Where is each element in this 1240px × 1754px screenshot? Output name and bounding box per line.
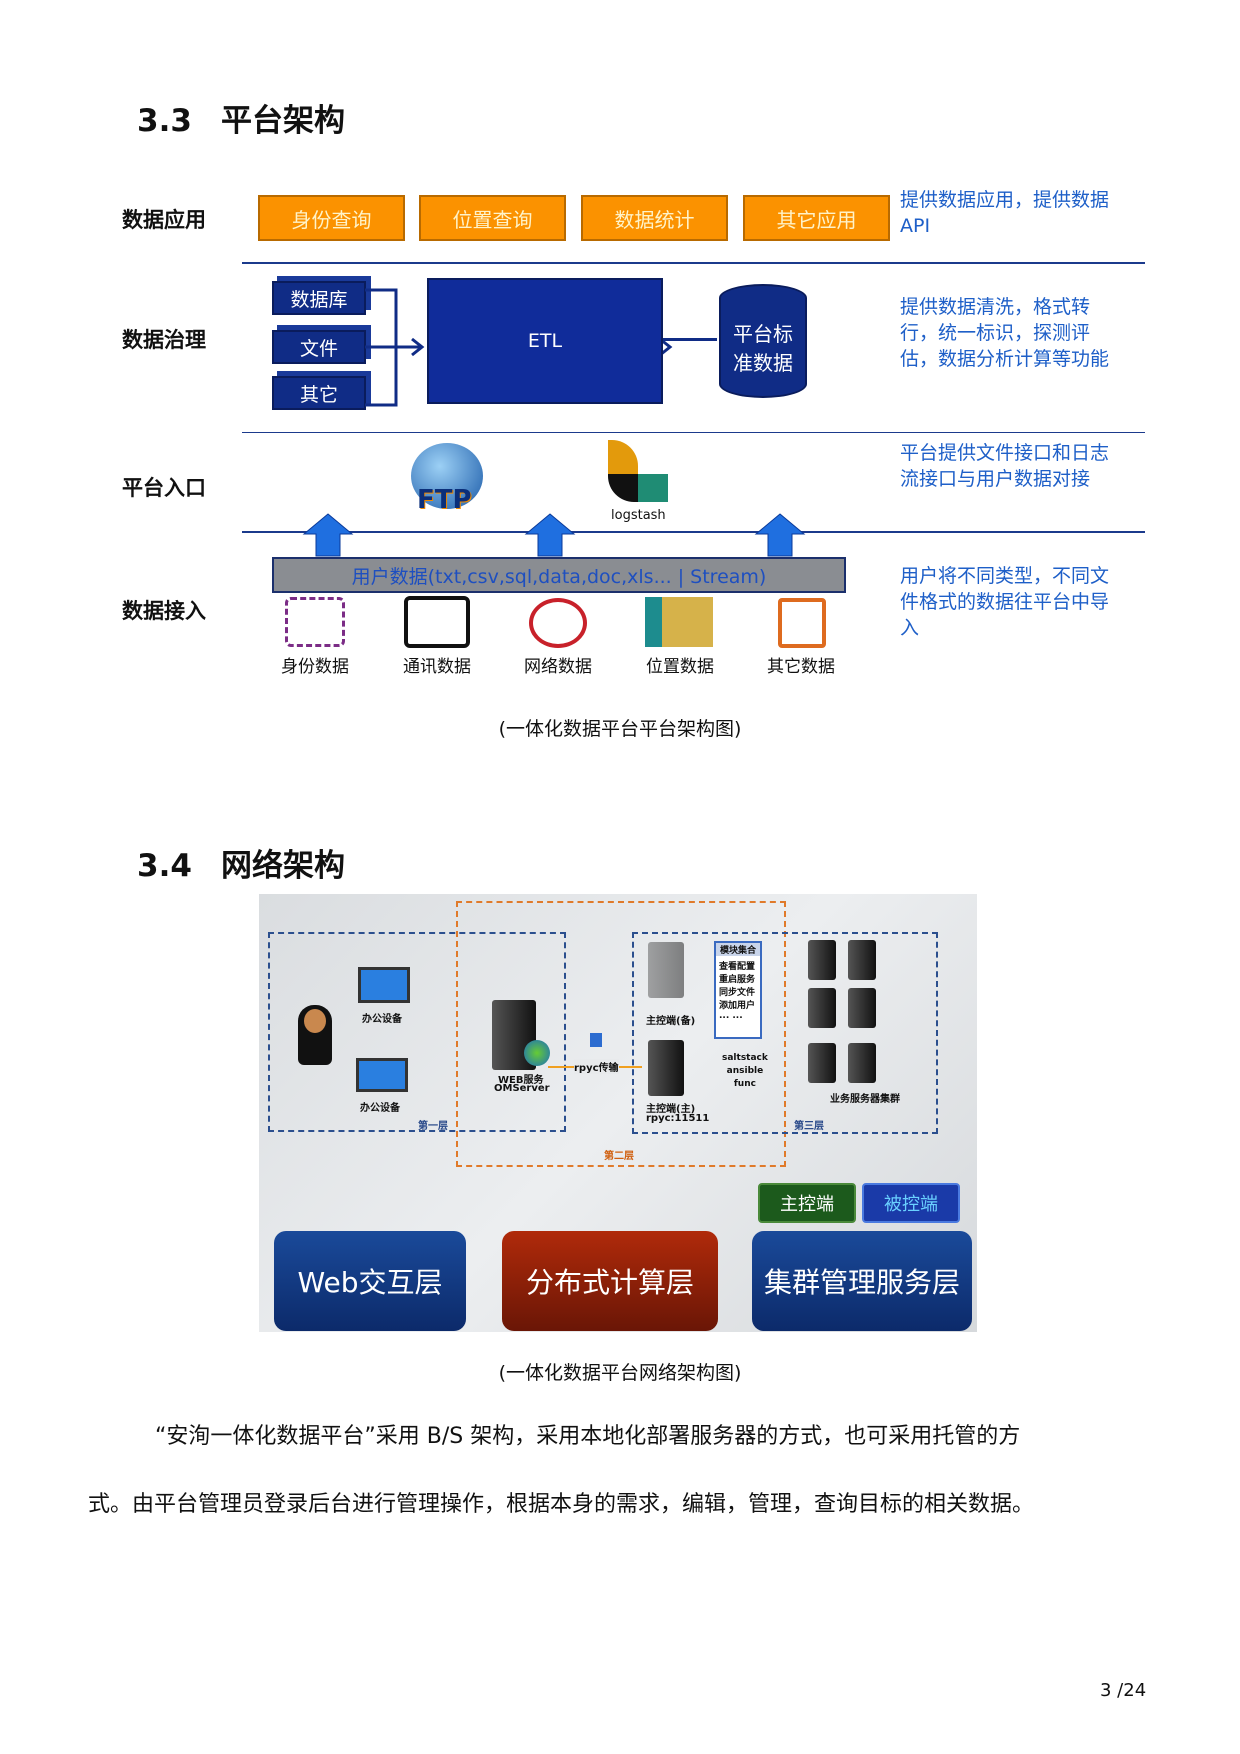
input-label: 位置数据 — [646, 657, 714, 677]
layer1-box — [268, 932, 566, 1132]
figure-caption: (一体化数据平台网络架构图) — [498, 1362, 742, 1384]
legend-master: 主控端 — [758, 1183, 856, 1223]
divider — [242, 432, 1145, 433]
arrow-line — [663, 338, 717, 341]
section-heading-3-3: 3.3 平台架构 — [137, 95, 345, 140]
layer-label: 数据应用 — [122, 208, 206, 232]
rpyc-label: rpyc传输 — [574, 1059, 619, 1074]
input-label: 其它数据 — [767, 657, 835, 677]
tier-distributed: 分布式计算层 — [502, 1231, 718, 1331]
module-item: 查看配置 — [719, 962, 756, 972]
module-list: 模块集合 查看配置重启服务同步文件添加用户... ... — [714, 941, 762, 1039]
module-item: ... ... — [719, 1011, 743, 1021]
globe-icon — [529, 598, 587, 648]
app-box: 数据统计 — [581, 195, 728, 241]
tools-label: saltstack ansible func — [722, 1052, 768, 1091]
input-label: 通讯数据 — [403, 657, 471, 677]
section-title: 网络架构 — [221, 848, 345, 884]
server-icon — [808, 988, 836, 1028]
user-person-icon — [298, 1005, 332, 1065]
contacts-icon — [404, 596, 470, 648]
standard-data-cylinder: 平台标准数据 — [719, 284, 807, 398]
source-box: 数据库 — [272, 281, 366, 315]
tool: func — [733, 1079, 756, 1089]
document-icon — [778, 598, 826, 648]
module-items: 查看配置重启服务同步文件添加用户... ... — [716, 956, 760, 1024]
map-pin-icon — [645, 597, 713, 647]
module-item: 同步文件 — [719, 988, 756, 998]
layer-desc: 提供数据应用，提供数据API — [900, 189, 1110, 237]
main-master-label: 主控端(主) — [646, 1104, 696, 1115]
source-box: 其它 — [272, 376, 366, 410]
tool: ansible — [726, 1066, 764, 1076]
layer-label: 平台入口 — [122, 476, 206, 500]
tier-web: Web交互层 — [274, 1231, 466, 1331]
tool: saltstack — [722, 1053, 768, 1063]
layer-label: 数据治理 — [122, 328, 206, 352]
legend-slave: 被控端 — [862, 1183, 960, 1223]
office-pc-icon — [356, 1058, 408, 1092]
backup-master-icon — [648, 942, 684, 998]
body-paragraph: “安洵一体化数据平台”采用 B/S 架构，采用本地化部署服务器的方式，也可采用托… — [155, 1424, 1021, 1449]
section-number: 3.3 — [137, 103, 192, 139]
layer-label: 数据接入 — [122, 599, 206, 623]
page-number: 3 /24 — [1100, 1680, 1147, 1701]
source-box: 文件 — [272, 330, 366, 364]
lock-icon — [590, 1033, 602, 1047]
ftp-logo: FTP — [405, 443, 487, 515]
server-icon — [848, 1043, 876, 1083]
section-heading-3-4: 3.4 网络架构 — [137, 840, 345, 885]
layer1-label: 第一层 — [418, 1121, 448, 1132]
identity-icon — [285, 597, 345, 647]
globe-icon — [524, 1040, 550, 1066]
module-item: 添加用户 — [719, 1001, 756, 1011]
section-title: 平台架构 — [221, 103, 345, 139]
input-label: 网络数据 — [524, 657, 592, 677]
web-service-label: WEB服务 — [498, 1075, 544, 1086]
logstash-label: logstash — [611, 508, 666, 523]
rpyc-port-label: rpyc:11511 — [646, 1113, 710, 1124]
module-item: 重启服务 — [719, 975, 756, 985]
figure-caption: (一体化数据平台平台架构图) — [498, 718, 742, 740]
layer3-label: 第三层 — [794, 1121, 824, 1132]
layer-desc: 平台提供文件接口和日志流接口与用户数据对接 — [900, 442, 1110, 490]
upload-arrows — [302, 513, 806, 557]
logstash-logo — [608, 440, 668, 502]
layer-desc: 提供数据清洗，格式转行，统一标识，探测评估，数据分析计算等功能 — [900, 296, 1110, 370]
layer2-label: 第二层 — [604, 1151, 634, 1162]
section-number: 3.4 — [137, 848, 192, 884]
user-data-bar: 用户数据(txt,csv,sql,data,doc,xls... | Strea… — [272, 557, 846, 593]
app-box: 其它应用 — [743, 195, 890, 241]
layer3-box — [632, 932, 938, 1134]
server-icon — [848, 940, 876, 980]
office-device-label: 办公设备 — [362, 1014, 402, 1025]
server-icon — [808, 1043, 836, 1083]
layer2-box — [456, 901, 786, 1167]
server-icon — [808, 940, 836, 980]
office-device-label: 办公设备 — [360, 1103, 400, 1114]
app-box: 身份查询 — [258, 195, 405, 241]
backup-master-label: 主控端(备) — [646, 1016, 696, 1027]
server-icon — [848, 988, 876, 1028]
module-title: 模块集合 — [716, 943, 760, 956]
etl-box: ETL — [427, 278, 663, 404]
office-pc-icon — [358, 967, 410, 1003]
body-paragraph: 式。由平台管理员登录后台进行管理操作，根据本身的需求，编辑，管理，查询目标的相关… — [88, 1492, 1035, 1517]
input-label: 身份数据 — [281, 657, 349, 677]
omserver-label: OMServer — [494, 1083, 550, 1094]
app-box: 位置查询 — [419, 195, 566, 241]
cluster-label: 业务服务器集群 — [830, 1094, 900, 1105]
layer-desc: 用户将不同类型，不同文件格式的数据往平台中导入 — [900, 565, 1110, 639]
divider — [242, 262, 1145, 264]
tier-cluster-management: 集群管理服务层 — [752, 1231, 972, 1331]
divider — [242, 531, 1145, 533]
main-master-icon — [648, 1040, 684, 1096]
